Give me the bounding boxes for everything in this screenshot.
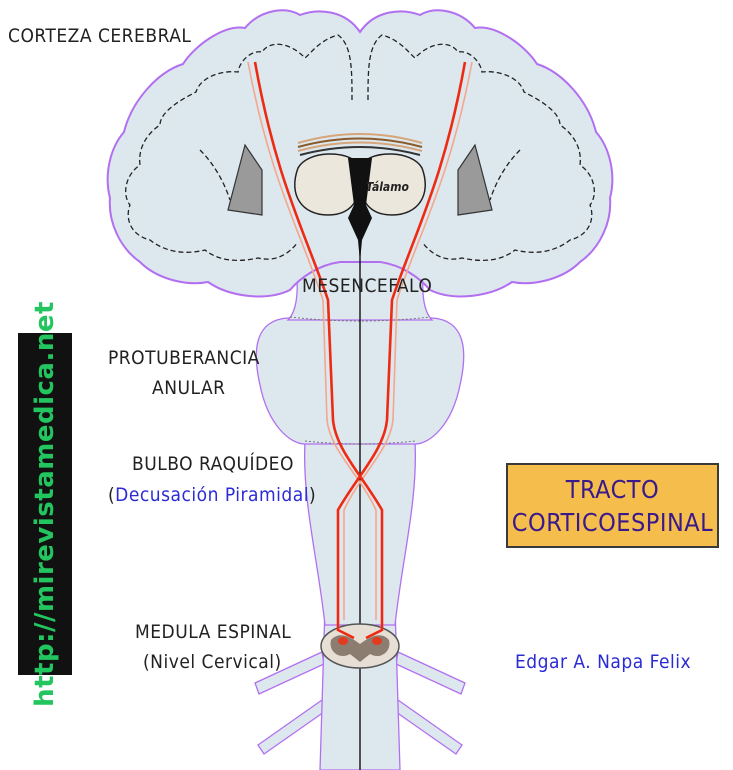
watermark-banner: http://mirevistamedica.net — [18, 301, 72, 707]
third-ventricle — [348, 158, 372, 262]
left-lateral-ventricle — [227, 143, 263, 216]
label-nivel-cervical: (Nivel Cervical) — [143, 651, 282, 673]
title-line-2: CORTICOESPINAL — [511, 507, 714, 537]
title-box: TRACTO CORTICOESPINAL — [506, 463, 719, 548]
decusacion-open-paren: ( — [108, 484, 116, 506]
gray-white-boundary — [125, 34, 595, 262]
corpus-callosum — [297, 133, 423, 156]
label-decusacion-piramidal: (Decusación Piramidal) — [108, 484, 316, 506]
spinal-nerve-roots — [254, 651, 466, 755]
decusacion-close-paren: ) — [308, 484, 317, 506]
label-corteza-cerebral: CORTEZA CEREBRAL — [8, 25, 192, 47]
label-anular: ANULAR — [152, 377, 226, 399]
decusacion-text: Decusación Piramidal — [115, 484, 309, 506]
label-talamo: Tálamo — [366, 180, 409, 194]
label-medula-espinal: MEDULA ESPINAL — [135, 621, 292, 643]
right-lateral-ventricle — [457, 143, 493, 216]
label-protuberancia: PROTUBERANCIA — [108, 347, 260, 369]
watermark-url: http://mirevistamedica.net — [30, 301, 61, 707]
label-bulbo-raquideo: BULBO RAQUÍDEO — [132, 453, 294, 475]
author-credit: Edgar A. Napa Felix — [515, 651, 692, 673]
corticospinal-tract — [253, 61, 467, 640]
label-mesencefalo: MESENCEFALO — [302, 275, 433, 297]
title-line-1: TRACTO — [565, 474, 660, 504]
spinal-cord-cross-section — [320, 623, 400, 669]
